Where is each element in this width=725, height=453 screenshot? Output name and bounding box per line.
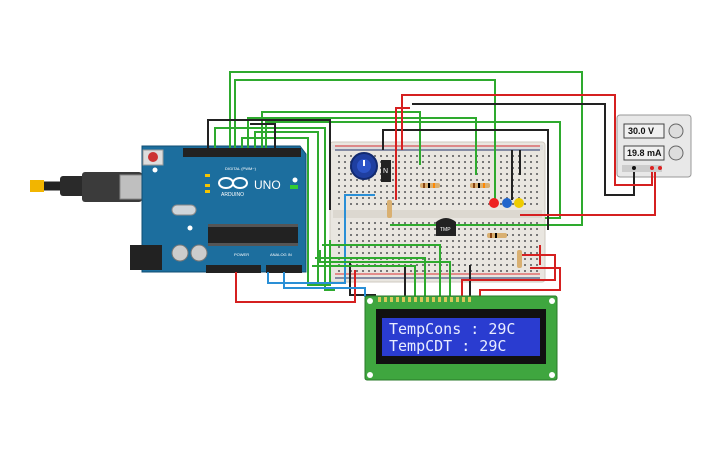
- potentiometer[interactable]: [350, 152, 378, 180]
- analog-header[interactable]: [266, 265, 302, 273]
- wire-red[interactable]: [479, 267, 561, 297]
- wire-red[interactable]: [235, 270, 356, 303]
- wire-red[interactable]: [395, 107, 410, 200]
- board-holes: [152, 167, 298, 231]
- wire-green[interactable]: [319, 250, 451, 297]
- current-readout: 19.8 mA: [627, 148, 662, 158]
- lcd-screen: [382, 318, 540, 356]
- current-knob[interactable]: [668, 145, 684, 161]
- wire-green[interactable]: [229, 71, 583, 226]
- wire-green[interactable]: [312, 265, 416, 297]
- terminal-pos2[interactable]: [658, 166, 662, 170]
- current-display: [623, 145, 665, 161]
- brand-text: ARDUINO: [221, 192, 244, 198]
- power-supply[interactable]: 30.0 V 19.8 mA: [616, 114, 692, 178]
- usb-cable-tip: [30, 180, 44, 192]
- transistor[interactable]: N: [381, 160, 391, 182]
- wire-red[interactable]: [461, 254, 556, 297]
- wire-green[interactable]: [234, 79, 496, 200]
- wire-green[interactable]: [315, 257, 426, 297]
- terminal-pos[interactable]: [650, 166, 654, 170]
- lcd-line-1: TempCons : 29C: [389, 320, 515, 338]
- leds[interactable]: [489, 198, 524, 208]
- wire-green[interactable]: [261, 111, 421, 165]
- voltage-knob[interactable]: [668, 123, 684, 139]
- atmega-chip: [208, 227, 298, 243]
- wire-black[interactable]: [207, 119, 331, 210]
- digital-label: DIGITAL (PWM~): [225, 166, 257, 171]
- transistor-label: N: [383, 168, 388, 175]
- wire-black[interactable]: [382, 129, 549, 230]
- power-label: POWER: [234, 252, 249, 257]
- terminal-neg[interactable]: [632, 166, 636, 170]
- voltage-readout: 30.0 V: [628, 126, 654, 136]
- model-text: UNO: [254, 178, 281, 192]
- led-red[interactable]: [489, 198, 499, 208]
- lcd-pins: [378, 297, 471, 302]
- lcd-display[interactable]: TempCons : 29C TempCDT : 29C: [364, 295, 558, 381]
- power-jack[interactable]: [130, 245, 162, 270]
- lcd-line-2: TempCDT : 29C: [389, 337, 506, 355]
- wire-blue[interactable]: [267, 194, 375, 284]
- wire-green[interactable]: [322, 244, 441, 297]
- temperature-sensor[interactable]: TMP: [436, 218, 456, 236]
- led-blue[interactable]: [502, 198, 512, 208]
- wire-blue[interactable]: [283, 272, 366, 297]
- wire-green[interactable]: [241, 137, 331, 286]
- reset-button-cap[interactable]: [148, 152, 158, 162]
- voltage-display: [623, 123, 665, 139]
- led-yellow[interactable]: [514, 198, 524, 208]
- arduino-logo: ARDUINO: [218, 177, 248, 198]
- power-header[interactable]: [206, 265, 261, 273]
- sensor-label: TMP: [440, 227, 451, 233]
- analog-label: ANALOG IN: [270, 252, 292, 257]
- wire-red[interactable]: [401, 94, 653, 186]
- wire-green[interactable]: [214, 127, 335, 291]
- resistors: [387, 183, 522, 268]
- wire-green[interactable]: [247, 117, 477, 175]
- wire-green[interactable]: [265, 121, 561, 219]
- arduino-board[interactable]: DIGITAL (PWM~) ARDUINO UNO POWER ANALOG …: [30, 145, 307, 273]
- wire-black[interactable]: [412, 103, 635, 196]
- digital-header[interactable]: [183, 148, 301, 157]
- wire-red[interactable]: [520, 172, 656, 216]
- wire-black[interactable]: [250, 123, 276, 148]
- wires[interactable]: [207, 71, 656, 303]
